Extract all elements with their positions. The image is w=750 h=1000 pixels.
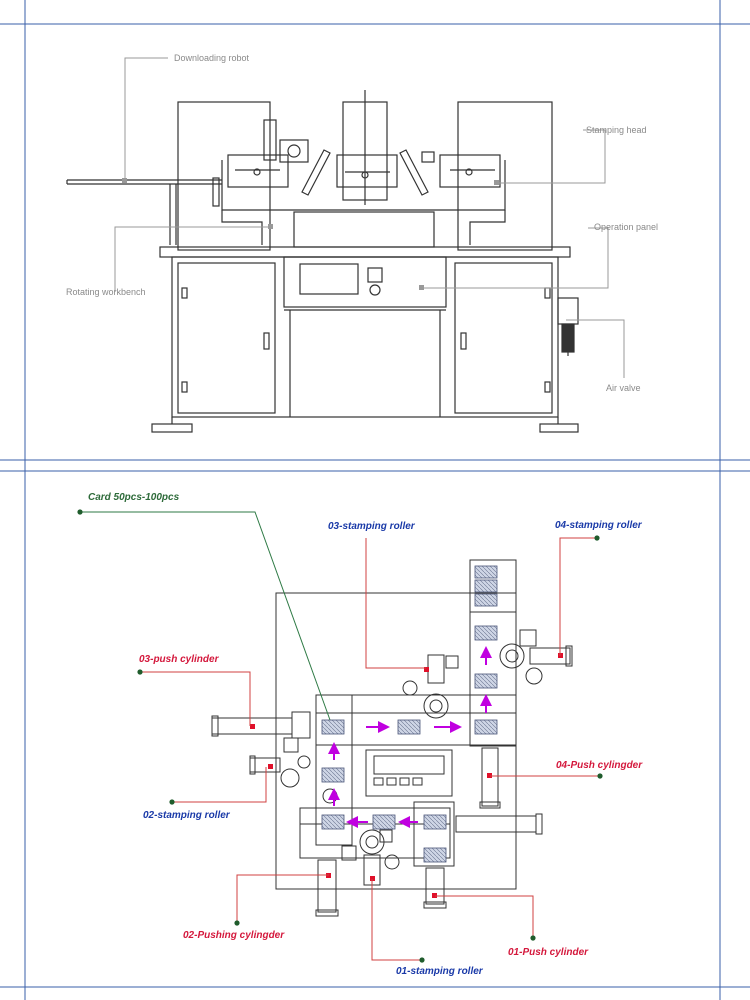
label-card: Card 50pcs-100pcs (88, 492, 180, 503)
machine-top-view (211, 559, 573, 917)
label-02-stamping-roller: 02-stamping roller (143, 810, 231, 821)
card-chips (321, 565, 498, 863)
label-rotating-workbench: Rotating workbench (66, 287, 146, 297)
machine-front-view (66, 90, 579, 433)
bottom-leader-lines (80, 511, 600, 961)
label-04-push-cylinder: 04-Push cylingder (556, 760, 643, 771)
label-01-push-cylinder: 01-Push cylinder (508, 947, 589, 958)
label-operation-panel: Operation panel (594, 222, 658, 232)
label-04-stamping-roller: 04-stamping roller (555, 520, 643, 531)
label-stamping-head: Stamping head (586, 125, 647, 135)
top-leader-lines (114, 57, 625, 378)
leader-dots (77, 509, 603, 963)
top-leader-markers (122, 178, 499, 290)
label-02-pushing-cylinder: 02-Pushing cylingder (183, 930, 285, 941)
label-03-push-cylinder: 03-push cylinder (139, 654, 220, 665)
label-air-valve: Air valve (606, 383, 641, 393)
label-03-stamping-roller: 03-stamping roller (328, 521, 416, 532)
label-01-stamping-roller: 01-stamping roller (396, 966, 484, 977)
label-downloading-robot: Downloading robot (174, 53, 250, 63)
card-flow-arrows (328, 646, 492, 828)
